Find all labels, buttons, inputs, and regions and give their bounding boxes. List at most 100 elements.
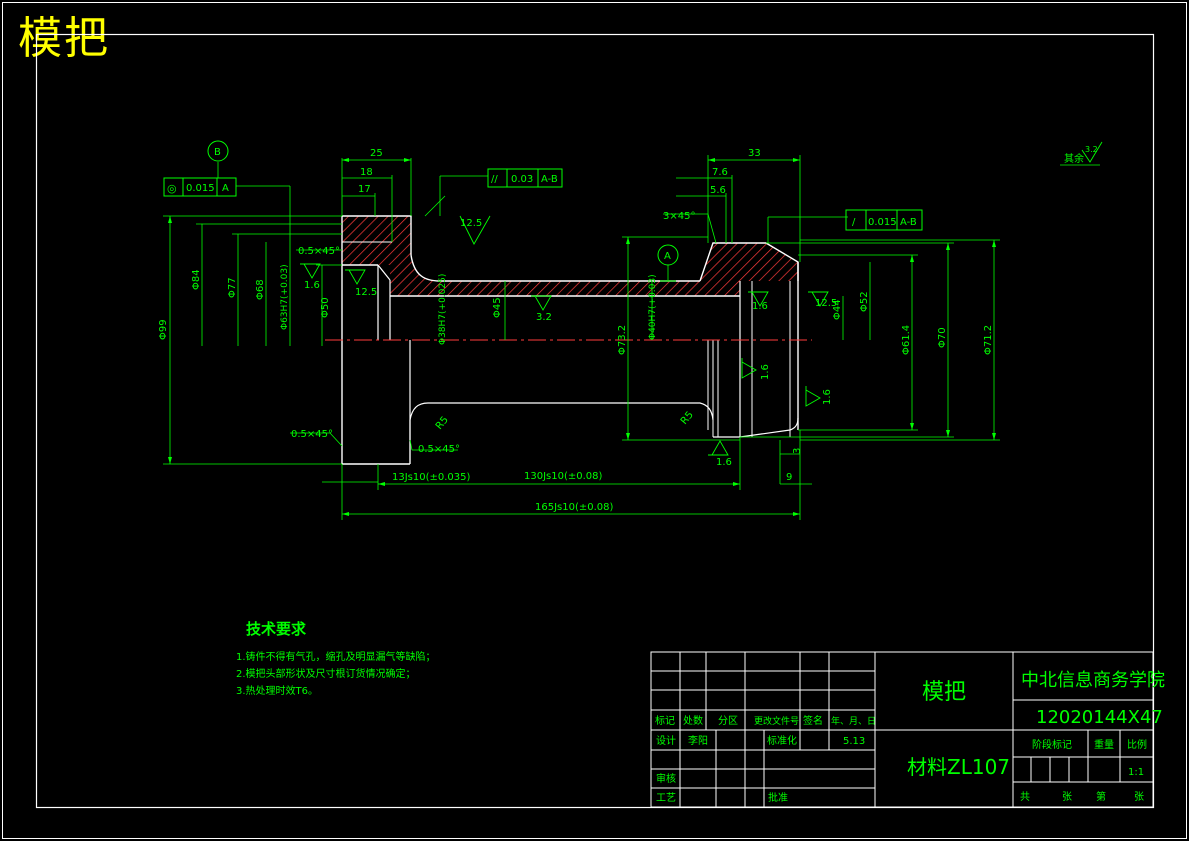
material: 材料ZL107 — [907, 755, 1010, 779]
gt2-datum: A-B — [541, 174, 558, 185]
sheet-2: 第 — [1096, 790, 1106, 803]
dim-phi68: Φ68 — [255, 279, 266, 300]
left-flange-curve — [410, 254, 700, 282]
rough-12-5-left: 12.5 — [355, 287, 377, 298]
counterbore-inner — [377, 264, 391, 281]
weight-label: 重量 — [1094, 738, 1114, 751]
b-datum-label: B — [214, 147, 221, 158]
dim-phi45: Φ45 — [492, 297, 503, 318]
tolerance-frames — [163, 168, 923, 231]
dim-phi73-2: Φ73.2 — [617, 325, 628, 355]
gt2-symbol: // — [491, 174, 498, 185]
rough-1-6-bottom: 1.6 — [716, 457, 732, 468]
tech-requirements: 技术要求 1.铸件不得有气孔，缩孔及明显漏气等缺陷； 2.模把头部形状及尺寸根订… — [236, 618, 436, 700]
rev-h-2: 分区 — [718, 715, 738, 727]
stage-label: 阶段标记 — [1032, 738, 1072, 751]
dim-phi84: Φ84 — [191, 269, 202, 290]
dim-17: 17 — [358, 184, 371, 195]
part-name: 模把 — [922, 680, 966, 705]
a-datum-label: A — [664, 251, 671, 262]
dim-05x45-a: 0.5×45° — [298, 246, 340, 257]
inner-border — [35, 33, 1155, 809]
lower-right-taper — [713, 417, 799, 438]
rough-1-6-left: 1.6 — [304, 280, 320, 291]
datum-symbols — [207, 140, 679, 282]
dim-phi61-4: Φ61.4 — [901, 325, 912, 355]
drawing-number: 12020144X47 — [1036, 707, 1163, 728]
dim-r5-right: R5 — [679, 410, 696, 427]
dim-05x45-b: 0.5×45° — [291, 429, 333, 440]
sheet-1: 张 — [1062, 791, 1072, 803]
roughness-marks — [300, 141, 1103, 456]
gt3-value: 0.015 — [868, 217, 897, 228]
corner-title: 模把 — [18, 13, 110, 64]
rev-h-1: 处数 — [683, 714, 703, 727]
dim-phi71-2: Φ71.2 — [983, 325, 994, 355]
dim-13js10: 13Js10(±0.035) — [392, 472, 471, 483]
gt3-datum: A-B — [900, 217, 917, 228]
rough-1-6-mid: 1.6 — [760, 364, 771, 380]
dim-phi40: Φ40H7(+0.03) — [648, 274, 658, 340]
dim-33: 33 — [748, 148, 761, 159]
section-hatch — [342, 216, 798, 296]
dim-3x45: 3×45° — [663, 211, 695, 222]
surface-note-label: 其余 — [1064, 152, 1084, 165]
dim-18: 18 — [360, 167, 373, 178]
tech-item-3: 3.热处理时效T6。 — [236, 686, 319, 697]
dim-phi77: Φ77 — [227, 277, 238, 298]
standard-label: 标准化 — [767, 734, 797, 747]
dim-3: 3 — [792, 448, 803, 454]
dim-165js10: 165Js10(±0.08) — [535, 502, 614, 513]
dim-5-6: 5.6 — [710, 185, 726, 196]
part-section — [325, 215, 812, 465]
rough-1-6-right: 1.6 — [822, 389, 833, 405]
gt3-symbol: / — [852, 217, 856, 228]
process-label: 工艺 — [656, 792, 676, 804]
scale-label: 比例 — [1127, 738, 1147, 751]
dim-phi63: Φ63H7(+0.03) — [280, 264, 290, 330]
approve-label: 批准 — [768, 791, 788, 804]
design-label: 设计 — [656, 734, 676, 747]
dim-phi38: Φ38H7(+0.025) — [438, 274, 448, 345]
tech-item-2: 2.模把头部形状及尺寸根订货情况确定； — [236, 669, 416, 680]
dim-9: 9 — [786, 472, 792, 483]
dim-phi44: Φ44 — [832, 299, 843, 320]
dim-7-6: 7.6 — [712, 167, 728, 178]
dim-phi52: Φ52 — [859, 291, 870, 312]
rev-h-5: 年、月、日 — [831, 715, 876, 727]
sheet-0: 共 — [1020, 791, 1030, 803]
dim-05x45-c: 0.5×45° — [418, 444, 460, 455]
lower-neck — [409, 402, 714, 464]
gt1-symbol: ◎ — [167, 182, 177, 195]
school-name: 中北信息商务学院 — [1021, 670, 1165, 691]
review-label: 审核 — [656, 772, 676, 785]
rev-h-3: 更改文件号 — [754, 715, 799, 727]
dim-phi70: Φ70 — [937, 327, 948, 348]
gt2-value: 0.03 — [511, 174, 533, 185]
rough-12-5-top: 12.5 — [460, 218, 482, 229]
gt1-value: 0.015 — [186, 183, 215, 194]
rough-1-6-top: 1.6 — [752, 301, 768, 312]
design-date: 5.13 — [843, 736, 865, 747]
surface-note-value: 3.2 — [1085, 145, 1098, 154]
rev-h-0: 标记 — [655, 715, 675, 727]
tech-heading: 技术要求 — [246, 620, 307, 638]
dim-r5-left: R5 — [434, 415, 451, 432]
title-block — [650, 651, 1154, 808]
datum-a-circle — [657, 244, 679, 266]
dimension-lines — [163, 155, 1100, 520]
tech-item-1: 1.铸件不得有气孔，缩孔及明显漏气等缺陷； — [236, 652, 436, 663]
rough-12-5-right: 12.5 — [815, 298, 837, 309]
designer-name: 李阳 — [688, 734, 708, 747]
dim-25: 25 — [370, 148, 383, 159]
dim-phi99: Φ99 — [158, 319, 169, 340]
arrow-heads — [168, 158, 996, 516]
scale-value: 1:1 — [1128, 767, 1144, 778]
rough-3-2: 3.2 — [536, 312, 552, 323]
datum-b-circle — [207, 140, 229, 162]
rev-h-4: 签名 — [803, 714, 823, 727]
dim-130js10: 130Js10(±0.08) — [524, 471, 603, 482]
